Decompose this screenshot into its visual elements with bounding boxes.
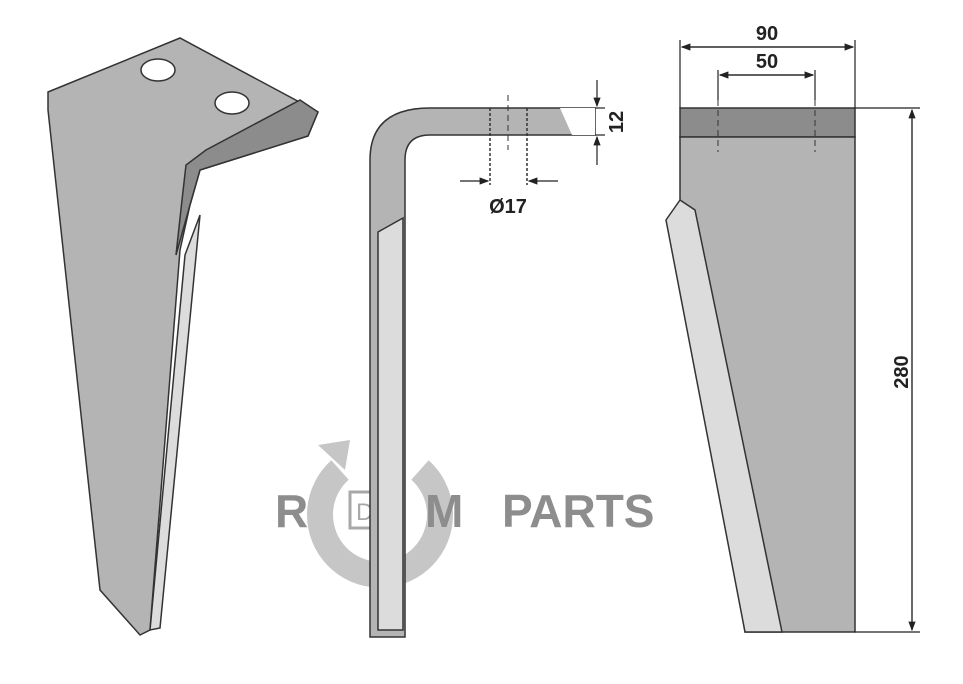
tine-front-view <box>665 100 856 633</box>
dimension-width-label: 90 <box>756 23 778 45</box>
dimension-hole-spacing-label: 50 <box>756 51 778 73</box>
dimension-height-label: 280 <box>891 355 913 388</box>
mounting-hole <box>140 58 176 82</box>
mounting-plate <box>679 107 856 138</box>
dimension-hole-diameter-label: Ø17 <box>489 196 527 218</box>
logo-letter-r: R <box>275 485 308 537</box>
logo-letter-d: D <box>356 499 373 526</box>
logo-word-parts: PARTS <box>502 485 655 537</box>
rdm-parts-logo: R D M PARTS <box>275 440 655 588</box>
dimension-lines <box>460 40 920 633</box>
logo-arrow-head <box>318 440 350 470</box>
mounting-hole <box>214 91 250 115</box>
logo-letter-m: M <box>425 485 463 537</box>
tine-perspective-view <box>47 37 319 636</box>
tine-side-view <box>369 95 596 638</box>
dimension-thickness-label: 12 <box>606 111 628 133</box>
